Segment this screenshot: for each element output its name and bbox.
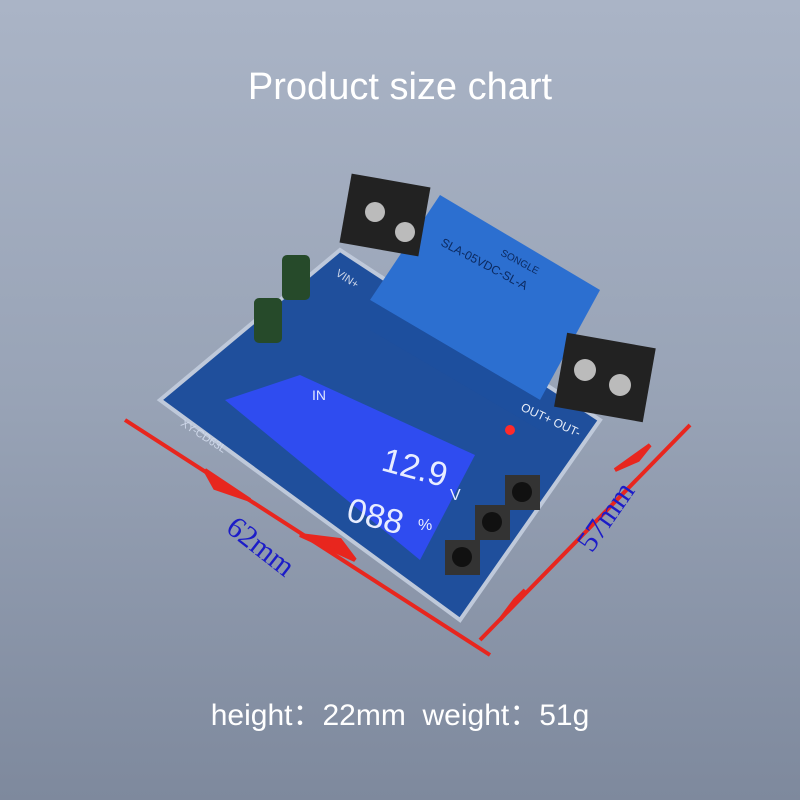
status-led [505, 425, 515, 435]
output-terminal [554, 332, 656, 423]
relay [370, 195, 600, 400]
lcd-display [225, 375, 475, 560]
page-title: Product size chart [247, 66, 553, 108]
svg-text:%: % [418, 517, 432, 534]
dimension-arrows [123, 418, 692, 657]
height-weight-specs: height：22mm weight：51g [210, 699, 590, 732]
input-terminal [339, 173, 431, 257]
svg-text:IN: IN [312, 387, 326, 403]
svg-text:V: V [450, 487, 461, 504]
board-buttons [445, 475, 540, 575]
